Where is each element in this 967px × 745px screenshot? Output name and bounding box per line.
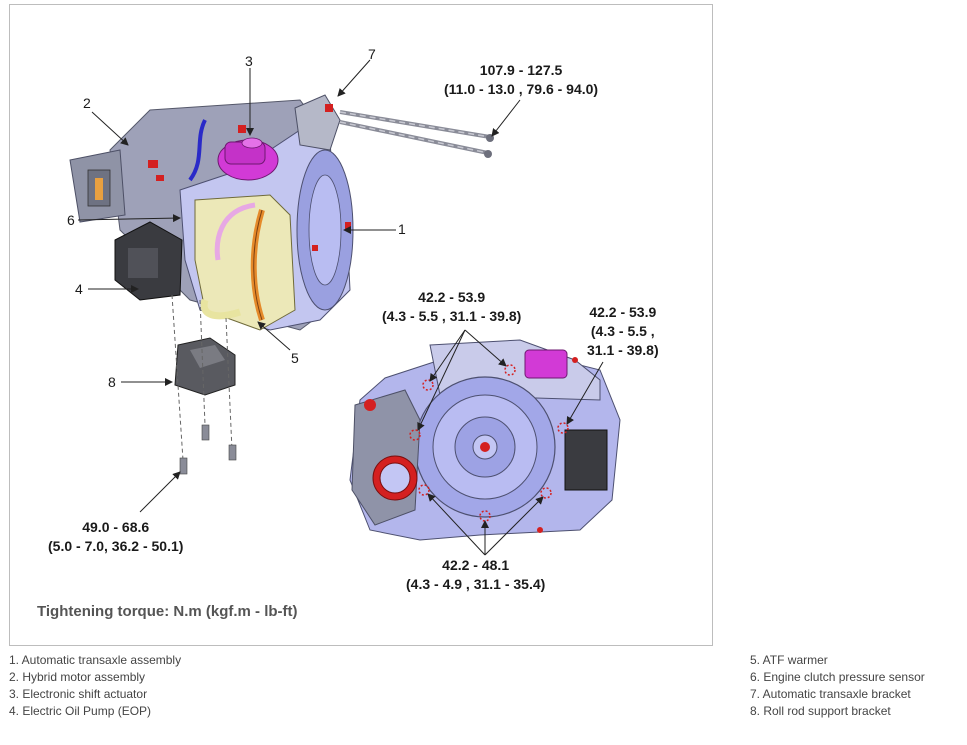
torque-right-bolts: 42.2 - 53.9 (4.3 - 5.5 , 31.1 - 39.8): [587, 303, 659, 360]
transaxle-assembly-illustration: [69, 94, 494, 475]
torque-conversion: (11.0 - 13.0 , 79.6 - 94.0): [444, 81, 599, 97]
torque-units-note: Tightening torque: N.m (kgf.m - lb-ft): [37, 603, 298, 620]
torque-conversion: (4.3 - 5.5 ,: [590, 323, 655, 339]
diagram-frame: [9, 4, 713, 646]
torque-value: 49.0 - 68.6: [82, 519, 150, 535]
torque-bracket-bolts: 107.9 - 127.5 (11.0 - 13.0 , 79.6 - 94.0…: [444, 61, 598, 99]
torque-lower-bolts: 42.2 - 48.1 (4.3 - 4.9 , 31.1 - 35.4): [406, 556, 545, 594]
legend-left: 1. Automatic transaxle assembly 2. Hybri…: [9, 652, 181, 720]
callout-8: 8: [108, 374, 116, 390]
leader-lines: [77, 59, 604, 556]
torque-roll-rod-bolts: 49.0 - 68.6 (5.0 - 7.0, 36.2 - 50.1): [48, 518, 183, 556]
callout-7: 7: [368, 46, 376, 62]
legend-item: 6. Engine clutch pressure sensor: [750, 670, 925, 684]
legend-item: 2. Hybrid motor assembly: [9, 670, 146, 684]
torque-value: 42.2 - 53.9: [589, 304, 657, 320]
torque-conversion: (4.3 - 4.9 , 31.1 - 35.4): [406, 576, 546, 592]
torque-value: 42.2 - 48.1: [442, 557, 510, 573]
callout-3: 3: [245, 53, 253, 69]
callout-5: 5: [291, 350, 299, 366]
torque-value: 42.2 - 53.9: [418, 289, 486, 305]
legend-item: 8. Roll rod support bracket: [750, 704, 891, 718]
legend-item: 1. Automatic transaxle assembly: [9, 653, 182, 667]
torque-upper-left-bolts: 42.2 - 53.9 (4.3 - 5.5 , 31.1 - 39.8): [382, 288, 521, 326]
legend-item: 4. Electric Oil Pump (EOP): [9, 704, 152, 718]
legend-item: 7. Automatic transaxle bracket: [750, 687, 911, 701]
legend-right: 5. ATF warmer 6. Engine clutch pressure …: [750, 652, 925, 720]
torque-conversion-cont: 31.1 - 39.8): [587, 342, 659, 358]
torque-conversion: (5.0 - 7.0, 36.2 - 50.1): [48, 538, 184, 554]
transaxle-end-view-illustration: [349, 339, 621, 541]
torque-conversion: (4.3 - 5.5 , 31.1 - 39.8): [382, 308, 522, 324]
callout-2: 2: [83, 95, 91, 111]
callout-1: 1: [398, 221, 406, 237]
callout-6: 6: [67, 212, 75, 228]
torque-value: 107.9 - 127.5: [479, 62, 563, 78]
legend-item: 3. Electronic shift actuator: [9, 687, 148, 701]
legend-item: 5. ATF warmer: [750, 653, 828, 667]
callout-4: 4: [75, 281, 83, 297]
